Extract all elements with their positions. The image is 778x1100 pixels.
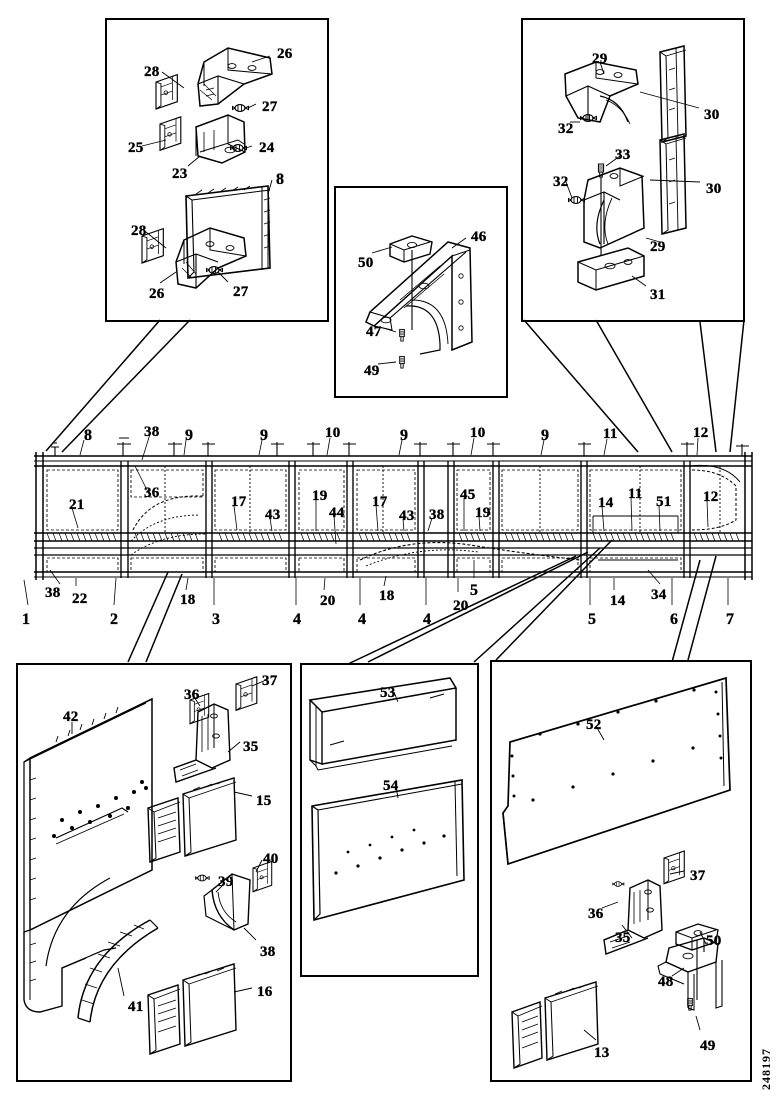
callout-top_left-8-6: 8	[276, 171, 285, 188]
callout-bottom_center-54-1: 54	[383, 778, 399, 794]
callout-main-assembly-4-6: 4	[293, 611, 302, 628]
callout-top_left-26-0: 26	[277, 46, 293, 62]
callout-main-assembly-9-3: 9	[260, 427, 269, 444]
callout-main-assembly-9-5: 9	[400, 427, 409, 444]
callout-main-assembly-21-0: 21	[69, 497, 85, 513]
callout-main-assembly-4-8: 4	[358, 611, 367, 628]
main-frame-artwork	[23, 433, 753, 606]
callout-top_right-29-0: 29	[592, 51, 608, 67]
callout-bottom_right-13-6: 13	[594, 1045, 610, 1061]
callout-top_left-28-1: 28	[144, 64, 160, 80]
callout-bottom_left-39-6: 39	[218, 874, 234, 890]
callout-main-assembly-1-2: 1	[22, 611, 31, 628]
callout-top_right-32-4: 32	[553, 174, 569, 190]
callout-bottom_left-37-0: 37	[262, 673, 278, 689]
callout-main-assembly-18-9: 18	[379, 588, 395, 604]
callout-bottom_left-41-8: 41	[128, 999, 144, 1015]
callout-bottom_right-50-4: 50	[706, 933, 722, 949]
callout-bottom_left-40-5: 40	[263, 851, 279, 867]
drawing-number: 248197	[759, 1048, 773, 1090]
callout-top_right-33-3: 33	[615, 147, 631, 163]
callout-bottom_left-42-2: 42	[63, 709, 79, 725]
callout-main-assembly-20-7: 20	[320, 593, 336, 609]
callout-main-assembly-7-17: 7	[726, 611, 735, 628]
callout-top_right-30-1: 30	[704, 107, 720, 123]
callout-bottom_left-38-7: 38	[260, 944, 276, 960]
callout-main-assembly-20-11: 20	[453, 598, 469, 614]
callout-top_left-27-9: 27	[233, 284, 249, 300]
panel-leader-lines	[45, 319, 745, 665]
callout-main-assembly-5-13: 5	[588, 611, 597, 628]
bottom-right-panel-frame	[490, 660, 752, 1082]
bottom-left-panel-frame	[16, 663, 292, 1082]
callout-main-assembly-12-14: 12	[703, 489, 719, 505]
callout-top_left-26-8: 26	[149, 286, 165, 302]
callout-main-assembly-14-14: 14	[610, 593, 626, 609]
callout-top_right-32-2: 32	[558, 121, 574, 137]
callout-main-assembly-9-2: 9	[185, 427, 194, 444]
center-panel-frame	[334, 186, 508, 398]
top-right-artwork	[564, 45, 701, 291]
callout-main-assembly-3-4: 3	[212, 611, 221, 628]
callout-main-assembly-34-15: 34	[651, 587, 667, 603]
callout-main-assembly-44-5: 44	[329, 505, 345, 521]
bottom-center-panel-frame	[300, 663, 479, 977]
callout-main-assembly-17-2: 17	[231, 494, 247, 510]
callout-bottom_left-35-3: 35	[243, 739, 259, 755]
callout-top_left-24-4: 24	[259, 140, 275, 156]
callout-top_center-49-3: 49	[364, 363, 380, 379]
callout-main-assembly-5-12: 5	[470, 582, 479, 599]
callout-top_center-47-2: 47	[366, 324, 382, 340]
callout-top_right-30-5: 30	[706, 181, 722, 197]
callout-top_left-28-7: 28	[131, 223, 147, 239]
callout-top_center-46-0: 46	[471, 229, 487, 245]
callout-main-assembly-36-1: 36	[144, 485, 160, 501]
callout-main-assembly-19-4: 19	[312, 488, 328, 504]
top-left-panel-frame	[105, 18, 329, 322]
callout-main-assembly-38-0: 38	[45, 585, 61, 601]
callout-top_right-31-7: 31	[650, 287, 666, 303]
callout-main-assembly-8-0: 8	[84, 427, 93, 444]
top-right-panel-frame	[521, 18, 745, 322]
callout-bottom_left-15-4: 15	[256, 793, 272, 809]
callout-main-assembly-2-3: 2	[110, 611, 119, 628]
bottom-left-artwork	[23, 676, 273, 1055]
callout-main-assembly-43-7: 43	[399, 508, 415, 524]
callout-top_left-27-2: 27	[262, 99, 278, 115]
callout-bottom_left-36-1: 36	[184, 687, 200, 703]
callout-bottom_left-16-9: 16	[257, 984, 273, 1000]
callout-main-assembly-14-11: 14	[598, 495, 614, 511]
callout-main-assembly-38-1: 38	[144, 424, 160, 440]
callout-main-assembly-11-8: 11	[603, 426, 618, 442]
callout-main-assembly-4-10: 4	[423, 611, 432, 628]
callout-main-assembly-10-6: 10	[470, 425, 486, 441]
callout-top_left-25-3: 25	[128, 140, 144, 156]
callout-main-assembly-38-8: 38	[429, 507, 445, 523]
callout-top_right-29-6: 29	[650, 239, 666, 255]
callout-main-assembly-18-5: 18	[180, 592, 196, 608]
callout-main-assembly-19-10: 19	[475, 505, 491, 521]
callout-main-assembly-6-16: 6	[670, 611, 679, 628]
callout-bottom_right-36-2: 36	[588, 906, 604, 922]
callout-main-assembly-17-6: 17	[372, 494, 388, 510]
top-left-artwork	[141, 47, 273, 289]
callout-bottom_right-52-0: 52	[586, 717, 602, 733]
callout-main-assembly-43-3: 43	[265, 507, 281, 523]
callout-top_center-50-1: 50	[358, 255, 374, 271]
callout-bottom_right-35-3: 35	[615, 930, 631, 946]
callout-top_left-23-5: 23	[172, 166, 188, 182]
callout-main-assembly-22-1: 22	[72, 591, 88, 607]
callout-main-assembly-45-9: 45	[460, 487, 476, 503]
callout-main-assembly-51-13: 51	[656, 494, 672, 510]
callout-main-assembly-12-9: 12	[693, 425, 709, 441]
callout-main-assembly-10-4: 10	[325, 425, 341, 441]
callout-main-assembly-9-7: 9	[541, 427, 550, 444]
callout-bottom_center-53-0: 53	[380, 685, 396, 701]
callout-bottom_right-37-1: 37	[690, 868, 706, 884]
callout-bottom_right-49-7: 49	[700, 1038, 716, 1054]
callout-bottom_right-48-5: 48	[658, 974, 674, 990]
callout-main-assembly-11-12: 11	[628, 486, 643, 502]
